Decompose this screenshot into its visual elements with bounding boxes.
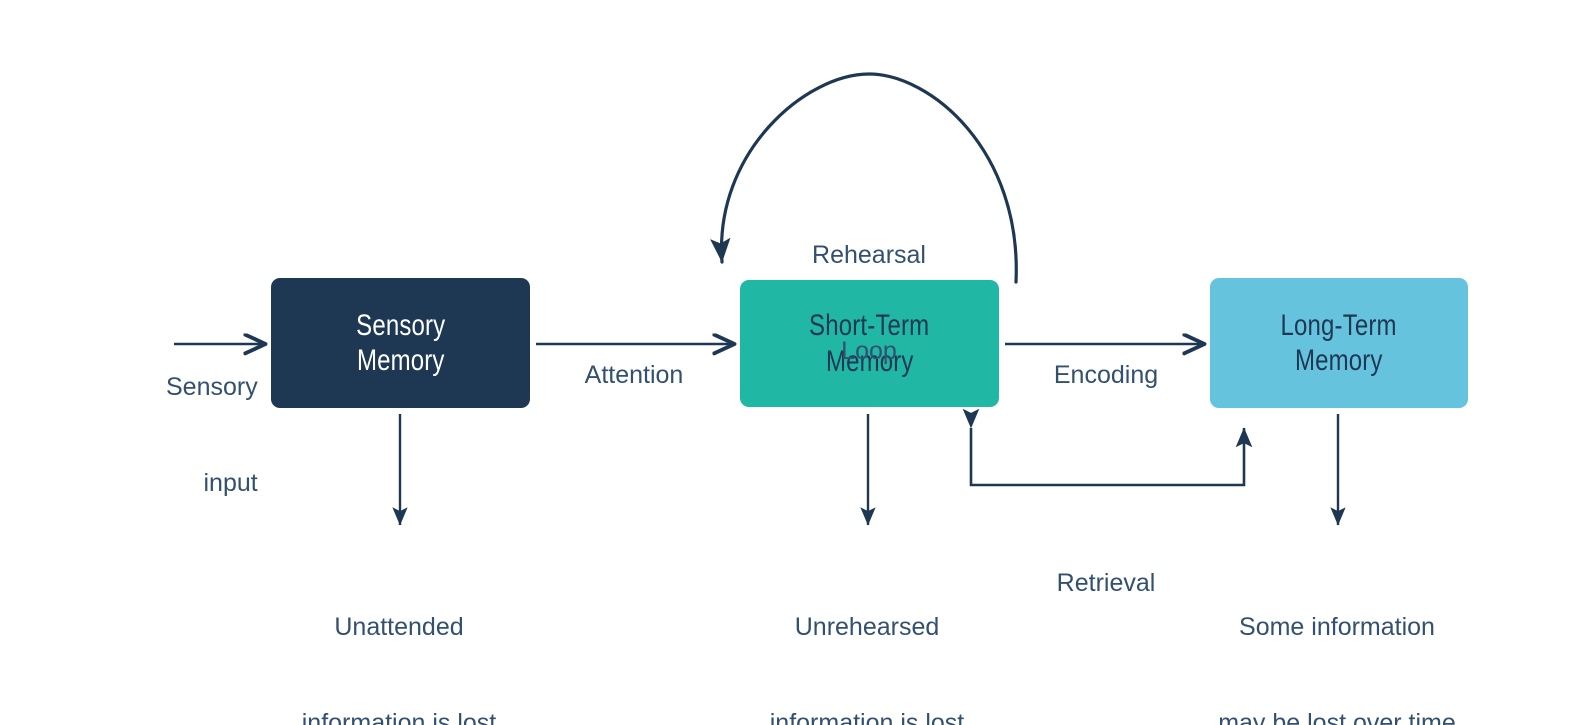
store-short-term-memory[interactable]: Short-Term Memory	[740, 280, 999, 407]
label-attention: Attention	[584, 361, 684, 389]
caption-unrehearsed-loss-line2: information is lost	[769, 709, 965, 725]
store-sensory-memory-line1: Sensory	[355, 308, 446, 342]
store-long-term-memory-line2: Memory	[1295, 344, 1383, 377]
store-sensory-memory-line2: Memory	[356, 344, 445, 377]
label-retrieval: Retrieval	[1056, 569, 1156, 597]
label-sensory-input: Sensory input	[166, 307, 258, 563]
store-sensory-memory[interactable]: Sensory Memory	[271, 278, 530, 408]
store-long-term-memory[interactable]: Long-Term Memory	[1210, 278, 1468, 408]
caption-long-term-decay-line1: Some information	[1239, 613, 1435, 641]
caption-unattended-loss: Unattended information is lost	[302, 547, 497, 725]
label-rehearsal-loop-line2: Loop	[841, 337, 897, 365]
caption-unrehearsed-loss: Unrehearsed information is lost	[770, 547, 965, 725]
caption-unattended-loss-line2: information is lost	[301, 709, 497, 725]
caption-long-term-decay: Some information may be lost over time	[1218, 547, 1456, 725]
caption-long-term-decay-line2: may be lost over time	[1218, 709, 1456, 725]
caption-unattended-loss-line1: Unattended	[334, 613, 464, 641]
label-sensory-input-line1: Sensory	[166, 373, 258, 401]
label-encoding: Encoding	[1053, 361, 1159, 389]
store-long-term-memory-line1: Long-Term	[1280, 308, 1398, 342]
label-sensory-input-line2: input	[203, 469, 258, 497]
label-rehearsal-loop: Rehearsal Loop	[812, 175, 926, 431]
store-short-term-memory-line1: Short-Term	[809, 309, 930, 343]
store-short-term-memory-line2: Memory	[825, 344, 914, 378]
caption-unrehearsed-loss-line1: Unrehearsed	[794, 613, 940, 641]
label-rehearsal-loop-line1: Rehearsal	[812, 241, 926, 269]
